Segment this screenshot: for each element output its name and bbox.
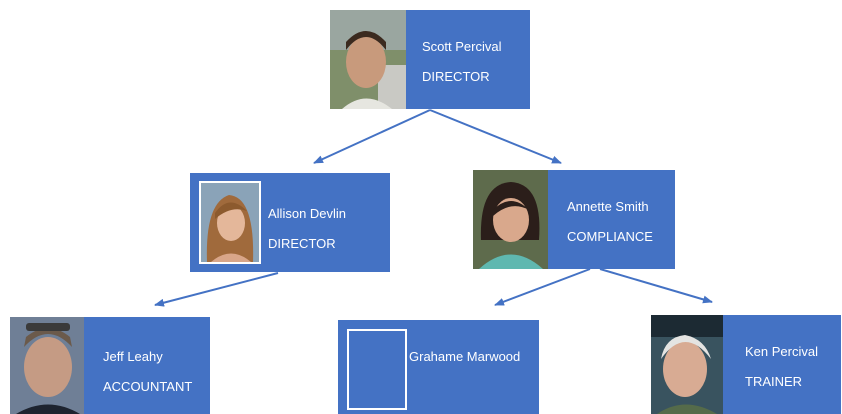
portrait-photo bbox=[10, 317, 84, 414]
portrait-photo bbox=[651, 315, 723, 414]
connector-scott-allison bbox=[313, 109, 431, 164]
node-text: Ken Percival TRAINER bbox=[745, 337, 818, 397]
node-text: Grahame Marwood bbox=[409, 342, 520, 372]
connector-allison-jeff bbox=[154, 272, 279, 307]
portrait-photo bbox=[199, 181, 261, 264]
node-text: Scott Percival DIRECTOR bbox=[422, 32, 501, 92]
person-name: Ken Percival bbox=[745, 344, 818, 359]
node-text: Allison Devlin DIRECTOR bbox=[268, 199, 346, 259]
org-node-annette-smith[interactable]: Annette Smith COMPLIANCE bbox=[473, 170, 675, 269]
connector-annette-ken bbox=[599, 268, 713, 304]
node-text: Jeff Leahy ACCOUNTANT bbox=[103, 342, 192, 402]
person-name: Allison Devlin bbox=[268, 206, 347, 221]
person-name: Scott Percival bbox=[422, 39, 502, 54]
org-node-allison-devlin[interactable]: Allison Devlin DIRECTOR bbox=[190, 173, 390, 272]
person-name: Jeff Leahy bbox=[103, 349, 163, 364]
empty-photo-placeholder bbox=[347, 329, 407, 410]
person-title: DIRECTOR bbox=[422, 69, 490, 84]
person-name: Grahame Marwood bbox=[409, 349, 521, 364]
org-node-ken-percival[interactable]: Ken Percival TRAINER bbox=[651, 315, 841, 414]
portrait-photo bbox=[330, 10, 406, 109]
org-node-grahame-marwood[interactable]: Grahame Marwood bbox=[338, 320, 539, 414]
connector-scott-annette bbox=[429, 109, 562, 164]
node-text: Annette Smith COMPLIANCE bbox=[567, 192, 653, 252]
org-node-jeff-leahy[interactable]: Jeff Leahy ACCOUNTANT bbox=[10, 317, 210, 414]
person-title: TRAINER bbox=[745, 374, 803, 389]
org-node-scott-percival[interactable]: Scott Percival DIRECTOR bbox=[330, 10, 530, 109]
person-title: COMPLIANCE bbox=[567, 229, 653, 244]
person-title: ACCOUNTANT bbox=[103, 379, 193, 394]
portrait-photo bbox=[473, 170, 548, 269]
person-name: Annette Smith bbox=[567, 199, 649, 214]
connector-annette-grahame bbox=[494, 268, 591, 306]
person-title: DIRECTOR bbox=[268, 236, 336, 251]
